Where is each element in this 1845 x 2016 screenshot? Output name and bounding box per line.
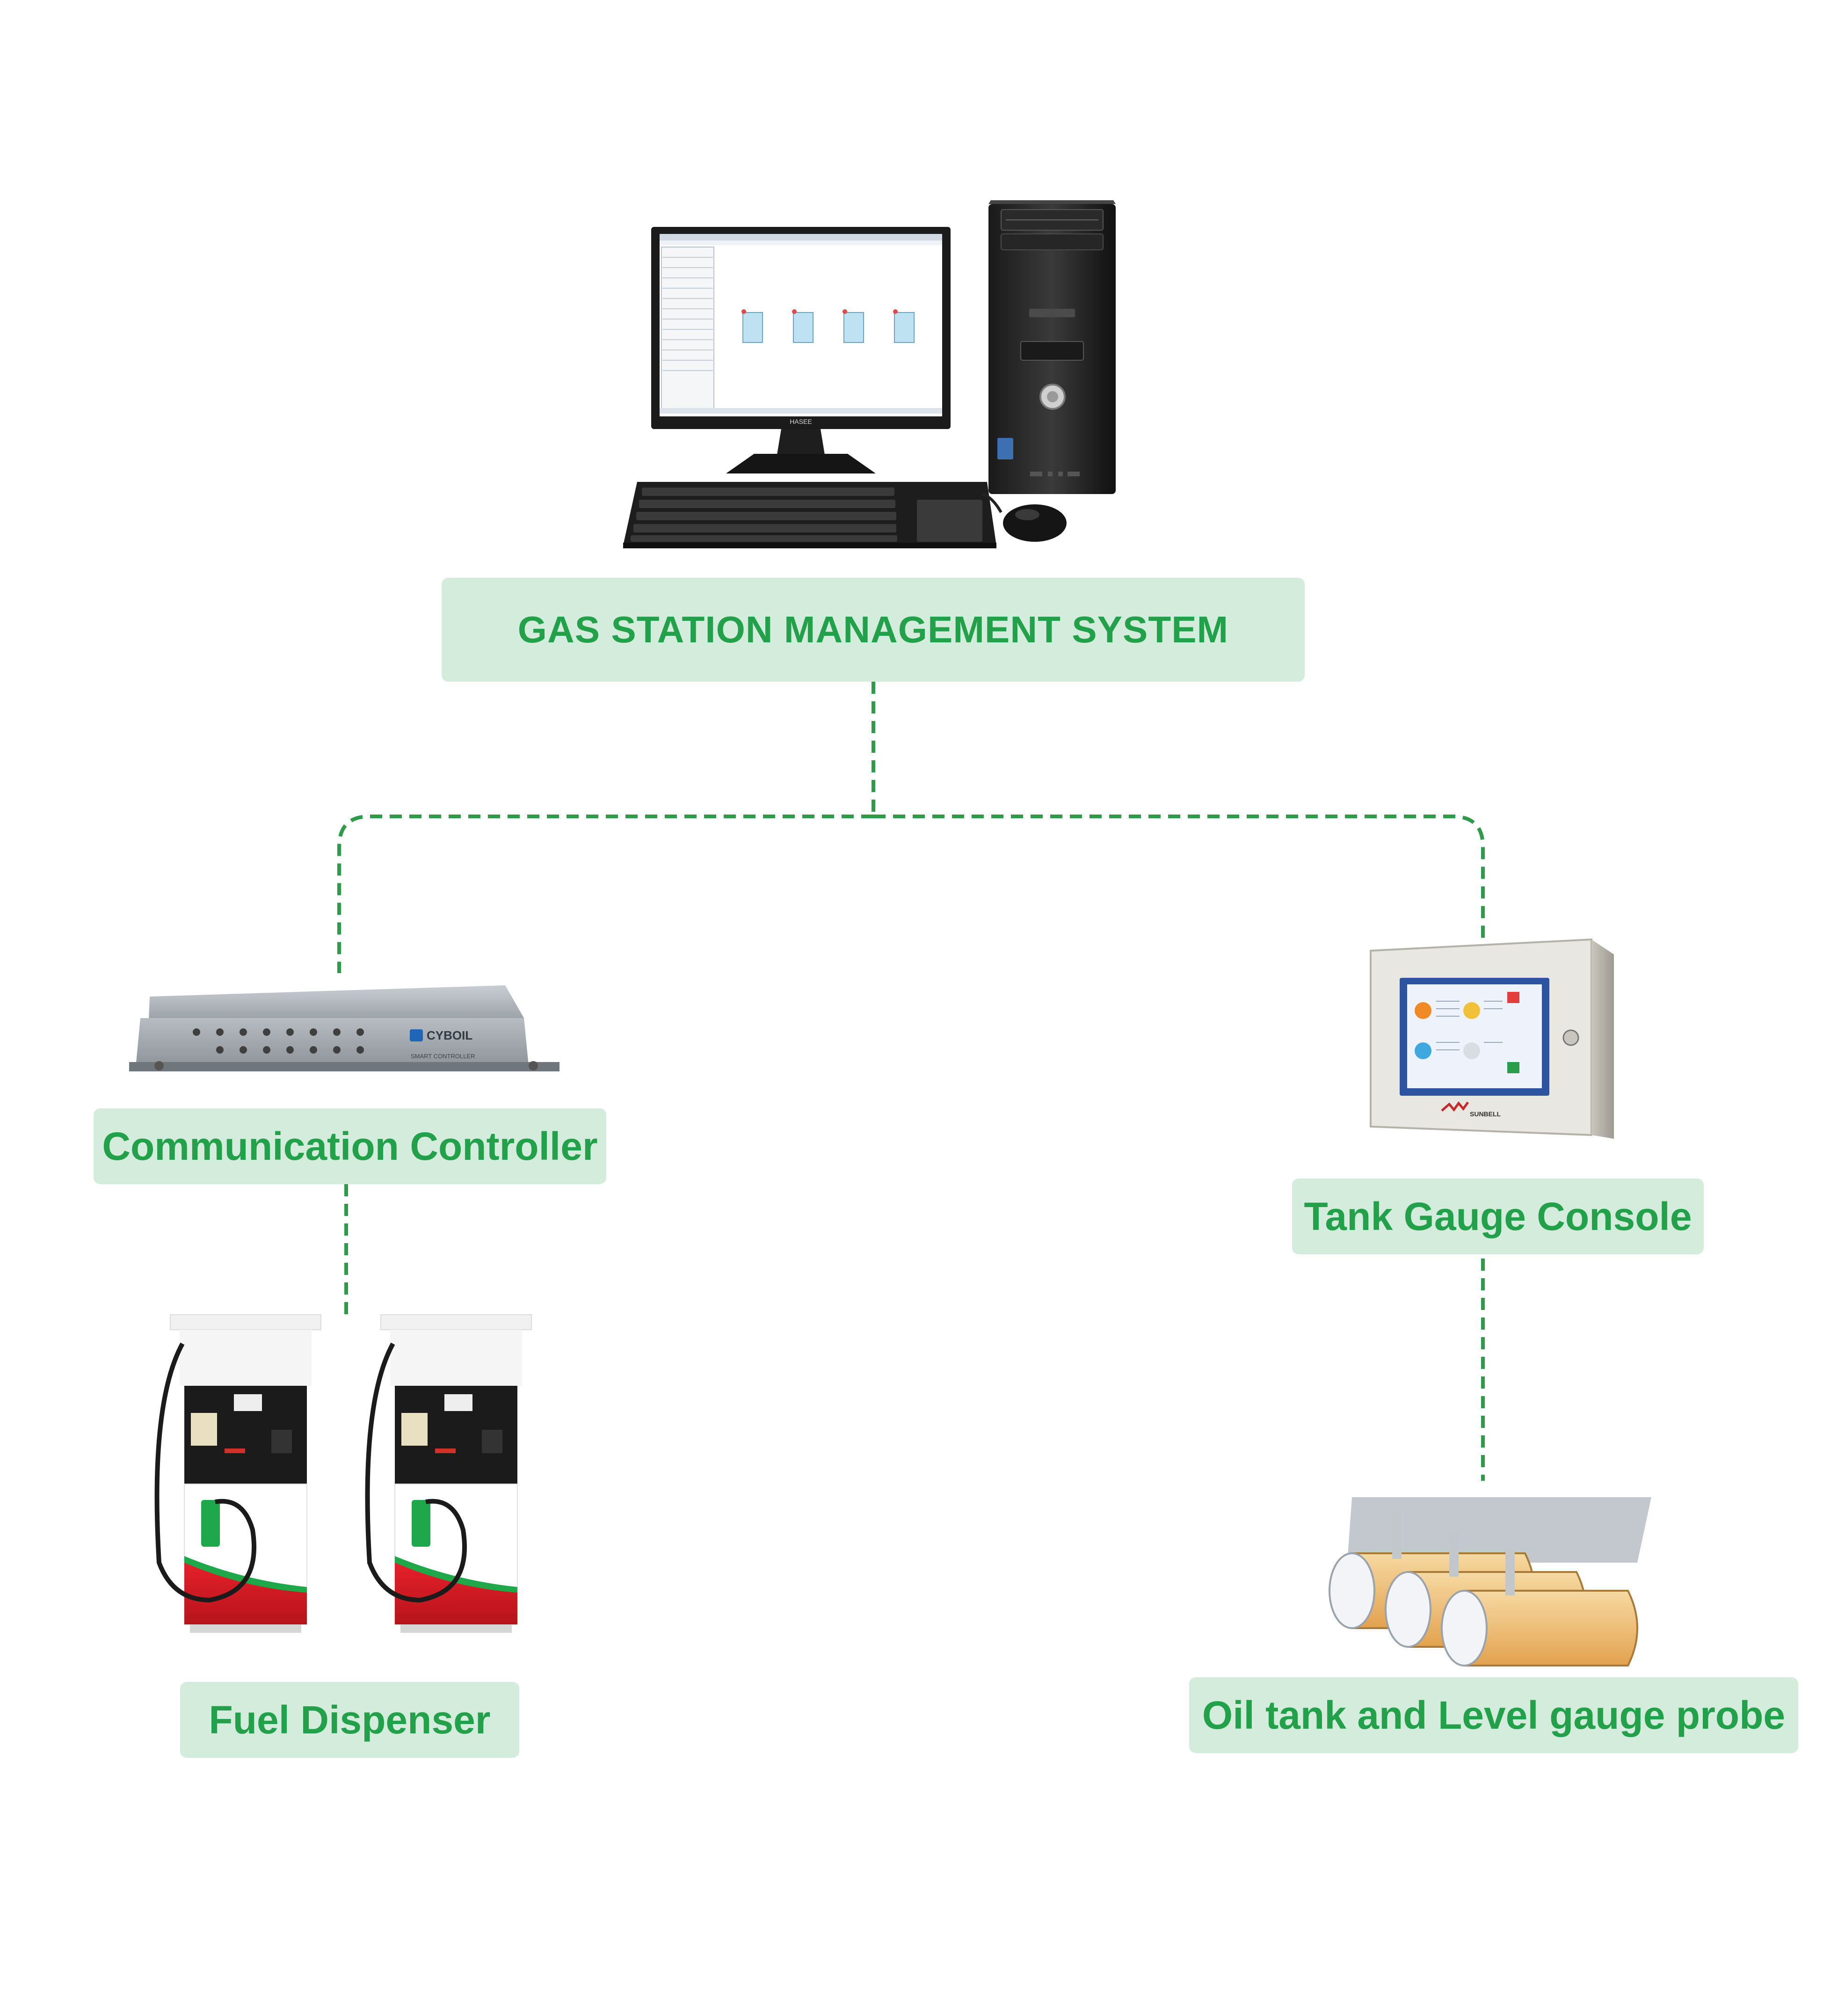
monitor-icon: HASEE (651, 227, 951, 473)
computer-illustration: HASEE (623, 200, 1116, 548)
console-brand-label: SUNBELL (1470, 1110, 1501, 1118)
pc-tower-icon (988, 200, 1116, 494)
fuel-dispenser-illustration (154, 1314, 532, 1633)
communication-controller-label: Communication Controller (94, 1108, 606, 1184)
connector-right-branch (873, 815, 1485, 938)
controller-subtitle-label: SMART CONTROLLER (411, 1053, 475, 1060)
tank-gauge-console-label: Tank Gauge Console (1292, 1179, 1704, 1254)
fuel-dispenser-left-icon (154, 1314, 321, 1633)
connector-lines (337, 682, 1485, 1481)
controller-brand-label: CYBOIL (427, 1028, 472, 1042)
oil-tank-probe-label: Oil tank and Level gauge probe (1189, 1677, 1798, 1753)
connector-left-branch (337, 815, 873, 973)
communication-controller-illustration: CYBOIL SMART CONTROLLER (129, 985, 559, 1071)
keyboard-icon (623, 482, 996, 548)
oil-tank-illustration (1329, 1497, 1651, 1667)
monitor-brand-label: HASEE (790, 418, 812, 425)
oil-tank-3-icon (1441, 1549, 1638, 1667)
fuel-dispenser-right-icon (365, 1314, 532, 1633)
management-system-label: GAS STATION MANAGEMENT SYSTEM (442, 578, 1305, 682)
mouse-icon (981, 493, 1067, 542)
fuel-dispenser-label: Fuel Dispenser (180, 1682, 519, 1758)
tank-gauge-console-illustration: SUNBELL (1370, 938, 1614, 1139)
